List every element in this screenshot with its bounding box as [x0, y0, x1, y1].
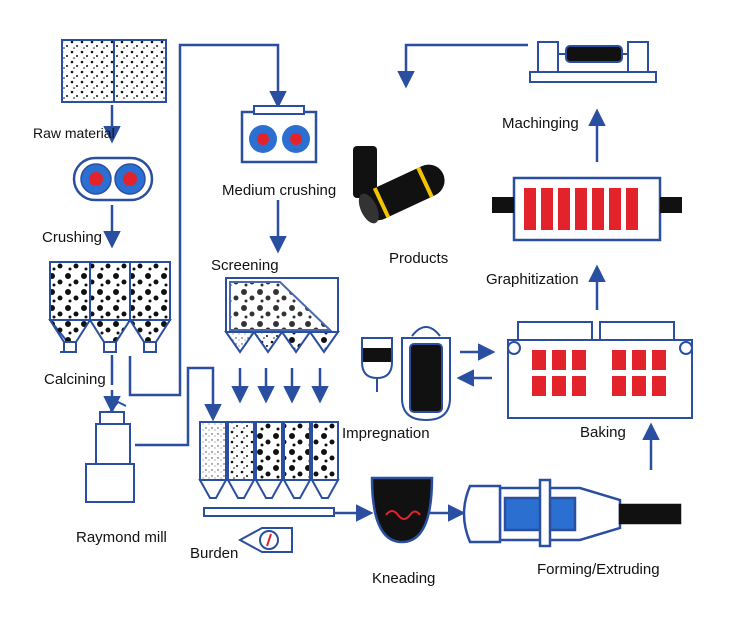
label-crushing: Crushing: [42, 229, 103, 246]
kneading-illustration: [370, 476, 434, 544]
label-medium-crushing: Medium crushing: [222, 182, 337, 199]
crusher-illustration: [72, 156, 154, 202]
label-calcining: Calcining: [44, 371, 106, 388]
products-illustration: [353, 146, 445, 224]
label-burden: Burden: [190, 545, 239, 562]
flow-lines: [103, 43, 660, 522]
baking-furnace-illustration: [507, 321, 693, 419]
raymond-mill-illustration: [85, 400, 135, 503]
label-graphitization: Graphitization: [486, 271, 579, 288]
label-baking: Baking: [580, 424, 626, 441]
medium-crusher-illustration: [240, 105, 318, 164]
burden-bins-illustration: [198, 421, 340, 553]
label-screening: Screening: [211, 257, 279, 274]
raw-material-illustration: [61, 39, 167, 103]
label-forming-extruding: Forming/Extruding: [537, 561, 660, 578]
label-kneading: Kneading: [372, 570, 436, 587]
calcining-furnace-illustration: [48, 261, 172, 353]
screening-illustration: [224, 277, 340, 354]
graphitization-furnace-illustration: [492, 176, 682, 242]
impregnation-illustration: [361, 326, 451, 422]
machining-illustration: [529, 41, 657, 83]
label-machining: Machinging: [502, 115, 579, 132]
label-raw-material: Raw material: [33, 125, 115, 141]
label-products: Products: [389, 250, 449, 267]
label-impregnation: Impregnation: [342, 425, 430, 442]
label-raymond-mill: Raymond mill: [76, 529, 167, 546]
extruder-illustration: [462, 478, 682, 548]
